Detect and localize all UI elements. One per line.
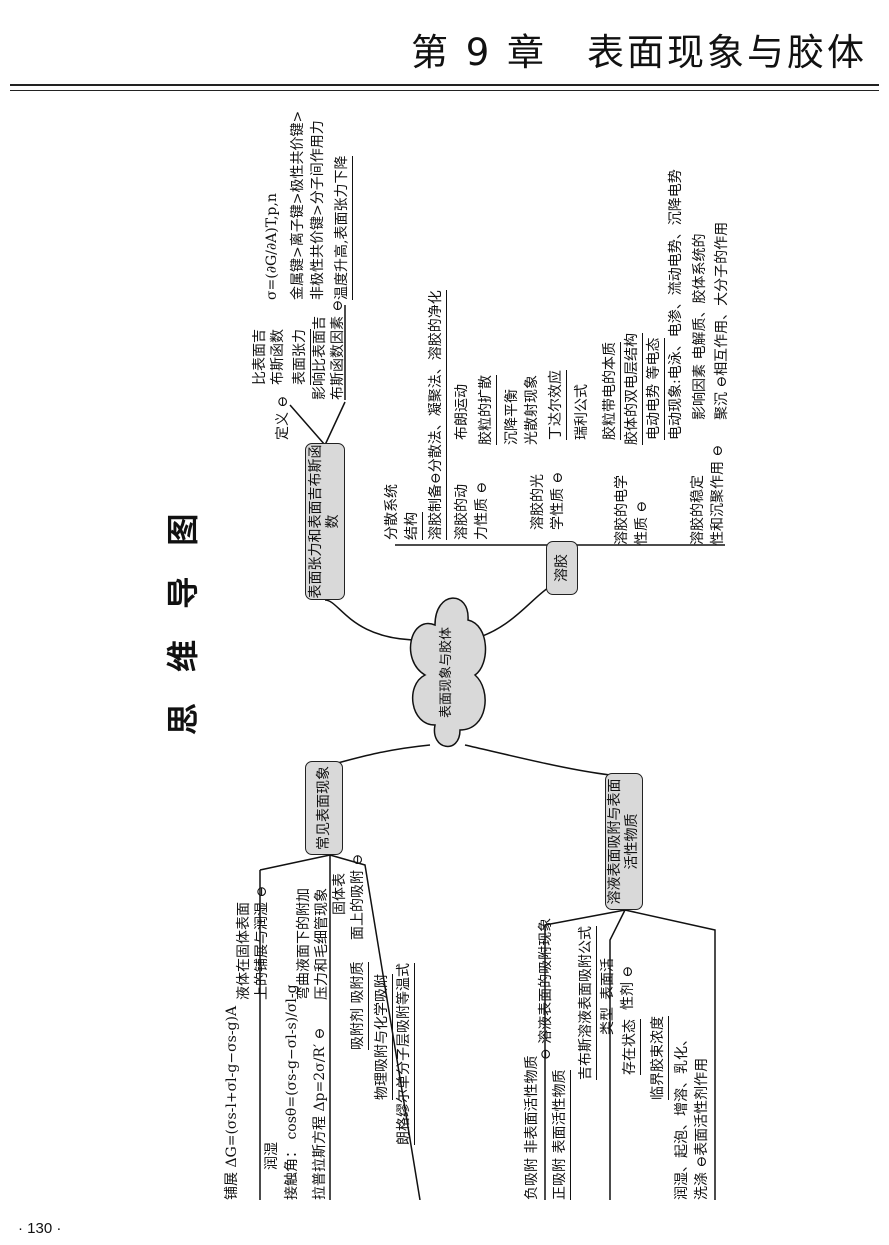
central-topic: 表面现象与胶体 [400, 590, 490, 755]
charge-origin: 胶粒带电的本质 [600, 342, 621, 440]
factors-label: 影响比表面吉 [312, 316, 328, 400]
bracket-common [259, 854, 421, 1200]
brownian-motion: 布朗运动 [454, 384, 470, 440]
particle-diffusion: 胶粒的扩散 [476, 375, 497, 445]
electrokinetic-phenomena: 电动现象:电泳、电渗、流动电势、沉降电势 [668, 169, 684, 440]
sol-stability-2: 性和沉聚作用 ⊖ [710, 444, 726, 545]
negative-adsorption: 负吸附 非表面活性物质 [524, 1055, 540, 1200]
wetting-topic-2: 上的铺展与润湿 ⊖ [254, 885, 270, 1000]
page-number: · 130 · [18, 1220, 62, 1237]
sol-kinetic: 溶胶的动 [454, 484, 470, 540]
gibbs-formula: σ=(∂G/∂A)T,p,n [264, 193, 280, 300]
solid-adsorption: 固体表 [332, 873, 348, 915]
gibbs-adsorption-formula: 吉布斯溶液表面吸附公式 [576, 926, 597, 1080]
bond-order-1: 金属键>离子键>极性共价键> [290, 110, 306, 300]
critical-micelle-concentration: 临界胶束浓度 [648, 1016, 669, 1100]
surfactant-uses-2: 洗涤 ⊖表面活性剂作用 [694, 1057, 710, 1200]
sol-disperse: 分散系统 [384, 484, 400, 540]
langmuir-isotherm: 朗格缪尔单分子层吸附等温式 [394, 963, 415, 1145]
bracket-solution [544, 909, 716, 1200]
connector-tension [324, 599, 421, 641]
surfactant-2: 性剂 ⊖ [620, 965, 636, 1010]
wetting-topic: 液体在固体表面 [236, 902, 252, 1000]
spreading-formula: 铺展 ΔG=(σs-l+σl-g−σs-g)A [224, 1005, 240, 1200]
laplace-equation: 拉普拉斯方程 Δp=2σ/R′ ⊖ [312, 1027, 328, 1200]
surfactant-type: 类型 [600, 1007, 616, 1035]
surfactant: 表面活 [600, 958, 616, 1000]
light-scattering: 光散射现象 [524, 375, 540, 445]
factors-label-2: 布斯函数因素 ⊖ [330, 299, 346, 400]
node-surface-tension[interactable]: 表面张力和表面吉布斯函数 [305, 443, 345, 600]
mind-map-rotated: 思 维 导 图 表面现象与胶体 表面张力和表面吉布斯函数 溶胶 常见表面现象 溶… [150, 110, 760, 1200]
wetting-label: 润湿 [264, 1142, 280, 1170]
mind-map-title: 思 维 导 图 [164, 503, 202, 735]
node-common-phenomena[interactable]: 常见表面现象 [305, 761, 343, 855]
node-sol[interactable]: 溶胶 [546, 541, 578, 595]
curved-surface-2: 压力和毛细管现象 [314, 888, 330, 1000]
sol-optical-2: 学性质 ⊖ [550, 471, 566, 530]
physical-chemical-adsorption: 物理吸附与化学吸附 [372, 974, 393, 1100]
node-solution-adsorption[interactable]: 溶液表面吸附与表面活性物质 [605, 773, 643, 910]
sol-optical: 溶胶的光 [530, 474, 546, 530]
surface-tension-label: 表面张力 [290, 329, 311, 385]
solid-adsorption-2: 面上的吸附 ⊖ [350, 853, 366, 940]
mind-map: 思 维 导 图 表面现象与胶体 表面张力和表面吉布斯函数 溶胶 常见表面现象 溶… [150, 110, 760, 1200]
curved-surface: 弯曲液面下的附加 [296, 888, 312, 1000]
cloud-icon [409, 597, 487, 748]
zeta-potential: 电动电势 等电态 [644, 337, 665, 440]
adsorbent-adsorbate: 吸附剂 吸附质 [348, 961, 369, 1050]
tyndall-effect: 丁达尔效应 [546, 370, 567, 440]
stability-factors: 影响因素 电解质、胶体系统的 [692, 233, 708, 420]
sol-electrical: 溶胶的电学 [614, 475, 630, 545]
sedimentation: 沉降平衡 [504, 389, 520, 445]
header-rule [10, 84, 879, 86]
positive-adsorption: 正吸附 表面活性物质 [550, 1069, 571, 1200]
chapter-title: 第 9 章 表面现象与胶体 [410, 31, 867, 74]
sol-structure: 结构 [402, 512, 423, 540]
gibbs-label-2: 布斯函数 [270, 329, 286, 385]
connector-solution [464, 744, 611, 776]
bond-order-2: 非极性共价键>分子间作用力 [310, 120, 326, 300]
temperature-effect: 温度升高,表面张力下降 [332, 155, 353, 300]
header-rule-thin [10, 90, 879, 91]
connector-lines [259, 305, 725, 1200]
sol-kinetic-2: 力性质 ⊖ [474, 481, 490, 540]
solution-adsorption-phenomenon: ⊖ 溶液表面的吸附现象 [538, 917, 554, 1060]
gibbs-label: 比表面吉 [252, 329, 268, 385]
surfactant-uses: 润湿、起泡、增溶、乳化、 [674, 1032, 690, 1200]
double-layer: 胶体的双电层结构 [622, 333, 643, 445]
surfactant-state: 存在状态 [620, 1019, 641, 1075]
stability-factors-2: 聚沉 ⊖相互作用、大分子的作用 [714, 221, 730, 420]
rayleigh-formula: 瑞利公式 [574, 384, 590, 440]
tension-definition: 定义 ⊖ [275, 395, 291, 440]
central-topic-label: 表面现象与胶体 [439, 627, 454, 719]
contact-angle: 接触角： cosθ=(σs-g−σl-s)/σl-g [284, 984, 300, 1200]
sol-preparation: 溶胶制备⊖分散法、凝聚法、溶胶的净化 [426, 290, 447, 540]
bracket-tension [289, 305, 346, 446]
sol-electrical-2: 性质 ⊖ [634, 500, 650, 545]
sol-stability: 溶胶的稳定 [690, 475, 706, 545]
